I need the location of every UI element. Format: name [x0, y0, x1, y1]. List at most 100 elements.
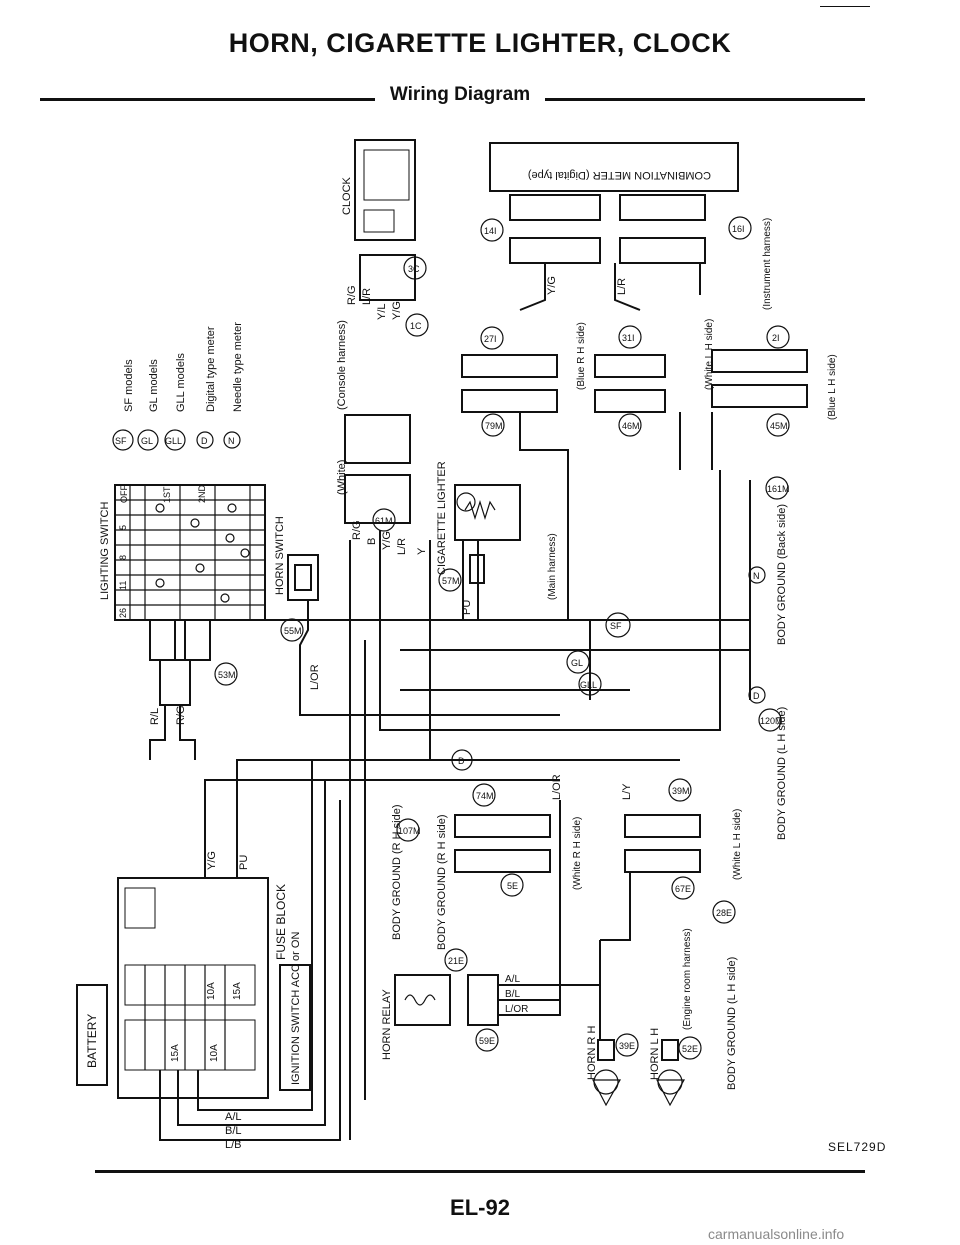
svg-text:L/R: L/R — [361, 288, 373, 305]
bottom-rule — [95, 1170, 865, 1173]
svg-text:1C: 1C — [410, 321, 422, 331]
svg-text:R/G: R/G — [175, 705, 187, 725]
legend-gll-symbol — [164, 429, 186, 451]
svg-text:61M: 61M — [375, 516, 393, 526]
subtitle-rule-right — [545, 98, 865, 101]
horn-relay: HORN RELAY 59E A/L B/L L/OR — [381, 800, 601, 1060]
svg-text:1ST: 1ST — [162, 486, 172, 503]
top-rule — [820, 6, 870, 7]
svg-text:HORN L H: HORN L H — [649, 1028, 661, 1080]
svg-text:IGNITION SWITCH ACC or ON: IGNITION SWITCH ACC or ON — [290, 932, 302, 1085]
svg-text:(White L H side): (White L H side) — [704, 319, 715, 390]
svg-text:(Blue R H side): (Blue R H side) — [576, 322, 587, 390]
svg-text:Needle type meter: Needle type meter — [232, 322, 244, 412]
svg-text:5: 5 — [118, 525, 128, 530]
svg-text:Y/G: Y/G — [206, 851, 218, 870]
svg-text:2ND: 2ND — [197, 484, 207, 503]
page-number: EL-92 — [450, 1195, 510, 1220]
svg-text:74M: 74M — [476, 791, 494, 801]
svg-text:Digital type meter: Digital type meter — [205, 326, 217, 412]
svg-text:Y: Y — [416, 547, 428, 555]
svg-text:CLOCK: CLOCK — [341, 176, 353, 215]
svg-text:107M: 107M — [398, 826, 421, 836]
svg-text:120M: 120M — [760, 716, 783, 726]
svg-text:BODY GROUND (Back side): BODY GROUND (Back side) — [776, 504, 788, 645]
svg-text:D: D — [201, 436, 208, 446]
svg-text:L/OR: L/OR — [551, 774, 563, 800]
subtitle: Wiring Diagram — [375, 84, 545, 106]
fuse-10a-bottom: 10A — [209, 1044, 220, 1062]
legend-sf-symbol — [112, 429, 134, 451]
svg-text:LIGHTING SWITCH: LIGHTING SWITCH — [99, 502, 111, 600]
svg-text:52E: 52E — [682, 1044, 698, 1054]
page-title: HORN, CIGARETTE LIGHTER, CLOCK — [228, 28, 732, 58]
svg-text:2I: 2I — [772, 333, 780, 343]
ground-back-side: 161M N BODY GROUND (Back side) D 120M BO… — [748, 476, 790, 840]
svg-text:46M: 46M — [622, 421, 640, 431]
svg-text:55M: 55M — [284, 626, 302, 636]
figure-code: SEL729D — [828, 1140, 887, 1154]
svg-text:(White R H side): (White R H side) — [572, 817, 583, 890]
svg-text:79M: 79M — [485, 421, 503, 431]
svg-text:N: N — [228, 436, 235, 446]
console-connectors: 61M 1C 3C (White) (Console harness) R/G … — [336, 254, 429, 555]
battery-feed-wires: A/L B/L L/B Y/G PU — [159, 759, 680, 1151]
fuse-10a-top: 10A — [206, 982, 217, 1000]
svg-text:57M: 57M — [442, 576, 460, 586]
svg-text:(Engine room harness): (Engine room harness) — [682, 928, 693, 1030]
svg-text:GLL models: GLL models — [175, 353, 187, 412]
svg-text:R/L: R/L — [149, 708, 161, 725]
svg-text:BODY GROUND (R H side): BODY GROUND (R H side) — [436, 815, 448, 950]
horn-lh: HORN L H 52E (Engine room harness) — [649, 928, 702, 1107]
svg-text:SF: SF — [115, 436, 127, 446]
svg-text:161M: 161M — [767, 484, 790, 494]
connector-53m: 53M R/L R/G — [149, 619, 238, 760]
fuse-15a-bottom: 15A — [170, 1044, 181, 1062]
subtitle-rule-left — [40, 98, 375, 101]
svg-text:BODY GROUND (L H side): BODY GROUND (L H side) — [726, 957, 738, 1090]
svg-text:(White L H side): (White L H side) — [732, 809, 743, 880]
svg-text:3C: 3C — [408, 264, 420, 274]
svg-text:B/L: B/L — [225, 1125, 242, 1137]
svg-text:53M: 53M — [218, 670, 236, 680]
svg-text:BODY GROUND (R H side): BODY GROUND (R H side) — [391, 805, 403, 940]
svg-text:HORN SWITCH: HORN SWITCH — [274, 516, 286, 595]
svg-text:(Blue L H side): (Blue L H side) — [827, 354, 838, 420]
svg-text:45M: 45M — [770, 421, 788, 431]
svg-text:28E: 28E — [716, 908, 732, 918]
svg-text:(Console harness): (Console harness) — [336, 320, 348, 410]
legend-gl-symbol — [137, 429, 159, 451]
svg-text:SF: SF — [610, 621, 622, 631]
fuse-15a-top: 15A — [232, 982, 243, 1000]
lower-connectors: 74M 5E (White R H side) 39M 67E (White L… — [454, 774, 743, 1050]
svg-text:59E: 59E — [479, 1036, 495, 1046]
svg-text:5E: 5E — [507, 881, 518, 891]
svg-text:GLL: GLL — [165, 436, 182, 446]
svg-text:BATTERY: BATTERY — [85, 1014, 99, 1068]
svg-text:21E: 21E — [448, 956, 464, 966]
cigarette-lighter: CIGARETTE LIGHTER 57M PU — [436, 461, 521, 620]
svg-text:HORN RELAY: HORN RELAY — [381, 989, 393, 1060]
svg-text:B/L: B/L — [505, 989, 520, 1000]
svg-text:B: B — [366, 538, 378, 545]
svg-text:A/L: A/L — [505, 974, 520, 985]
svg-text:D: D — [458, 756, 465, 766]
svg-text:L/R: L/R — [616, 278, 628, 295]
svg-text:GL models: GL models — [148, 359, 160, 412]
svg-text:16I: 16I — [732, 224, 745, 234]
horn-rh: HORN R H 39E — [586, 1026, 639, 1107]
legend-d-symbol — [196, 431, 214, 449]
svg-text:L/OR: L/OR — [309, 664, 321, 690]
svg-text:L/R: L/R — [396, 538, 408, 555]
svg-text:N: N — [753, 571, 760, 581]
svg-text:R/G: R/G — [346, 285, 358, 305]
svg-text:D: D — [753, 691, 760, 701]
svg-text:SF models: SF models — [123, 359, 135, 412]
svg-text:L/Y: L/Y — [621, 783, 633, 800]
svg-text:(Instrument harness): (Instrument harness) — [762, 218, 773, 310]
svg-text:(White): (White) — [336, 460, 348, 495]
legend: SF SF models GL GL models GLL GLL models… — [112, 322, 244, 451]
svg-text:31I: 31I — [622, 333, 635, 343]
svg-text:BODY GROUND (L H side): BODY GROUND (L H side) — [776, 707, 788, 840]
